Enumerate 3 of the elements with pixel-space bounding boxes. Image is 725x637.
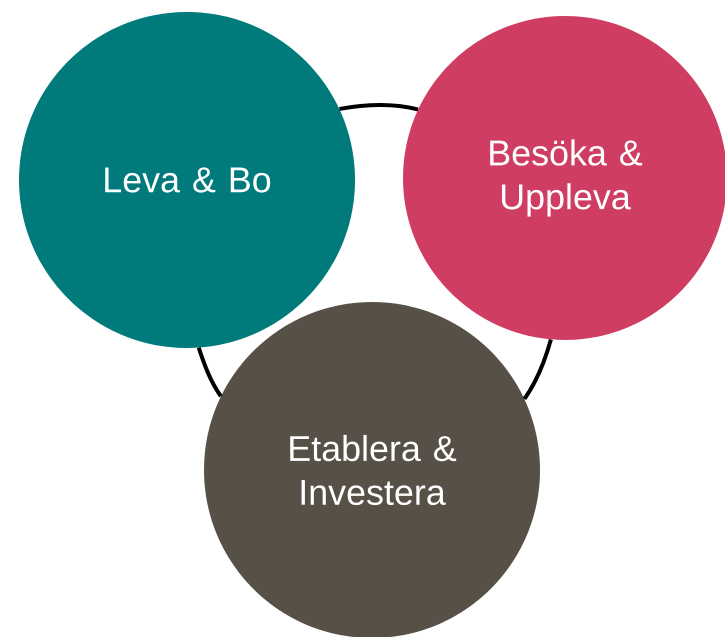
connector-arc — [522, 339, 553, 400]
connector-arc — [339, 102, 418, 112]
connector-arc — [196, 347, 222, 398]
